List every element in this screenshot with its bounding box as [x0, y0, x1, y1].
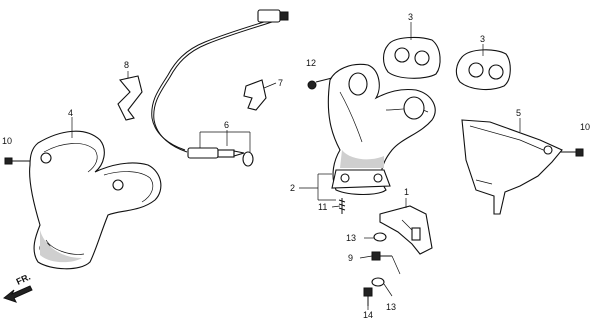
callout-11: 11: [318, 202, 327, 212]
callout-10a: 10: [2, 136, 12, 146]
gasket-a: [382, 36, 441, 79]
bolt-9: [371, 251, 392, 261]
callout-10b: 10: [580, 122, 590, 132]
callout-13a: 13: [346, 233, 356, 243]
callout-12: 12: [306, 58, 316, 68]
callout-5: 5: [516, 108, 521, 118]
callout-4: 4: [68, 108, 73, 118]
callout-9: 9: [348, 253, 353, 263]
callout-3a: 3: [408, 12, 413, 22]
exhaust-manifold: [327, 63, 436, 196]
gasket-b: [455, 49, 511, 91]
bolt-left: [4, 157, 30, 165]
oxygen-sensor: [151, 9, 289, 167]
leader-lines: [71, 22, 521, 310]
callout-1: 1: [404, 187, 409, 197]
sensor-wire-clamp: [117, 71, 143, 121]
manifold-bracket: [379, 205, 433, 255]
bolt-right: [560, 148, 584, 157]
stud-11: [338, 198, 346, 214]
callout-2: 2: [290, 183, 295, 193]
front-direction-arrow: [2, 285, 33, 303]
bracket-7: [243, 79, 267, 111]
left-heat-shield: [29, 130, 162, 270]
callout-13b: 13: [386, 302, 396, 312]
callout-6: 6: [224, 120, 229, 130]
callout-8: 8: [124, 60, 129, 70]
washer-13-upper: [373, 232, 387, 242]
washer-13-lower: [371, 277, 385, 287]
bolt-14: [363, 287, 373, 306]
callout-3b: 3: [480, 34, 485, 44]
front-label: FR.: [15, 272, 32, 287]
right-heat-shield: [461, 119, 563, 215]
callout-14: 14: [363, 310, 373, 320]
callout-7: 7: [278, 78, 283, 88]
